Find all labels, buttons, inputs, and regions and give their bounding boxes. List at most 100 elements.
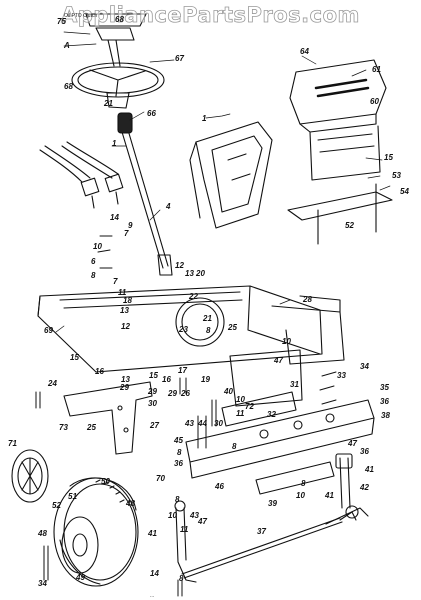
callout-10: 10: [93, 242, 102, 251]
steering-spindle: [174, 500, 197, 583]
callout-71: 71: [8, 439, 17, 448]
callout-29: 29: [120, 383, 129, 392]
callout-7: 7: [124, 229, 129, 238]
callout-8e: 8: [301, 479, 306, 488]
callout-43: 43: [185, 419, 194, 428]
callout-25b: 25: [87, 423, 96, 432]
hubcap: [11, 449, 49, 503]
steering-shaft: [117, 112, 173, 276]
callout-12b: 12: [121, 322, 130, 331]
callout-60: 64: [300, 47, 309, 56]
dash-panel: [189, 121, 273, 229]
callout-39: 39: [268, 499, 277, 508]
axle-plate: [221, 391, 335, 495]
front-wheel: [53, 477, 139, 587]
callout-8c: 8: [177, 448, 182, 457]
callout-26: 26: [181, 389, 190, 398]
callout-12: 12: [175, 261, 184, 270]
callout-8b: 8: [206, 326, 211, 335]
callout-13: 13: [185, 269, 194, 278]
callout-35: 35: [380, 383, 389, 392]
callout-66: 68: [64, 82, 73, 91]
callout-52b: 52: [52, 501, 61, 510]
callout-42: 42: [360, 483, 369, 492]
callout-34b: 34: [38, 579, 47, 588]
callout-68: 70: [156, 474, 165, 483]
callout-36c: 36: [360, 447, 369, 456]
leader-lines: [55, 31, 391, 333]
callout-21b: 21: [203, 314, 212, 323]
wiring-harness: [39, 141, 124, 209]
callout-2122: 22: [189, 292, 198, 301]
callout-43b: 43: [190, 511, 199, 520]
callout-7b: 7: [113, 277, 118, 286]
callout-64: 67: [175, 54, 184, 63]
callout-29c: 29: [168, 389, 177, 398]
tie-rod: [181, 505, 359, 579]
callout-30: 30: [148, 399, 157, 408]
callout-41: 41: [325, 491, 334, 500]
callout-28: 28: [303, 295, 312, 304]
callout-47b: 47: [348, 439, 357, 448]
callout-47: 47: [274, 356, 283, 365]
callout-15c: 15: [149, 371, 158, 380]
callout-59: 61: [372, 65, 381, 74]
callout-72: 73: [59, 423, 68, 432]
callout-18: 18: [123, 296, 132, 305]
callout-44: 44: [198, 419, 207, 428]
callout-8d: 8: [232, 442, 237, 451]
callout-10b: 10: [282, 337, 291, 346]
callout-15b: 15: [70, 353, 79, 362]
callout-29b: 29: [148, 387, 157, 396]
callout-75: A: [64, 41, 70, 50]
right-spindle: [325, 453, 369, 525]
bolts: [35, 235, 337, 597]
callout-8g: 8: [179, 574, 184, 583]
callout-53: 53: [392, 171, 401, 180]
callout-8: 8: [91, 271, 96, 280]
callout-20: 20: [196, 269, 205, 278]
callout-41b: 41: [365, 465, 374, 474]
callout-67: 69: [44, 326, 53, 335]
callout-41c: 41: [148, 529, 157, 538]
callout-52: 52: [345, 221, 354, 230]
callout-70: 72: [245, 402, 254, 411]
callout-25: 25: [228, 323, 237, 332]
callout-13b: 13: [120, 306, 129, 315]
header-label: Oil PTO Clutch: [64, 13, 98, 19]
callout-17: 17: [178, 366, 187, 375]
callout-16: 16: [95, 367, 104, 376]
steering-wheel: [71, 13, 165, 109]
callout-61: 66: [147, 109, 156, 118]
callout-10c: 10: [236, 395, 245, 404]
callout-58: 60: [370, 97, 379, 106]
callout-36b: 36: [174, 459, 183, 468]
callout-37: 37: [257, 527, 266, 536]
callout-23: 23: [179, 325, 188, 334]
callout-6: 6: [91, 257, 96, 266]
callout-1: 1: [112, 139, 117, 148]
callout-73: 75: [57, 17, 66, 26]
callout-30b: 30: [214, 419, 223, 428]
callout-65: 68: [115, 15, 124, 24]
callout-45: 45: [174, 436, 183, 445]
callout-4: 4: [166, 202, 171, 211]
callout-15: 15: [384, 153, 393, 162]
callout-48b: 48: [38, 529, 47, 538]
callout-16b: 16: [162, 375, 171, 384]
callout-34: 34: [360, 362, 369, 371]
callout-54: 54: [400, 187, 409, 196]
callout-51: 51: [68, 492, 77, 501]
callout-10d: 10: [296, 491, 305, 500]
callout-36: 36: [380, 397, 389, 406]
bracket: [63, 381, 153, 455]
callout-9: 9: [128, 221, 133, 230]
callout-1b: 1: [202, 114, 207, 123]
callout-31: 31: [290, 380, 299, 389]
callout-13c: 13: [121, 375, 130, 384]
callout-11: 11: [118, 288, 127, 297]
callout-11b: 11: [236, 409, 245, 418]
callout-33: 33: [337, 371, 346, 380]
callout-46: 46: [215, 482, 224, 491]
